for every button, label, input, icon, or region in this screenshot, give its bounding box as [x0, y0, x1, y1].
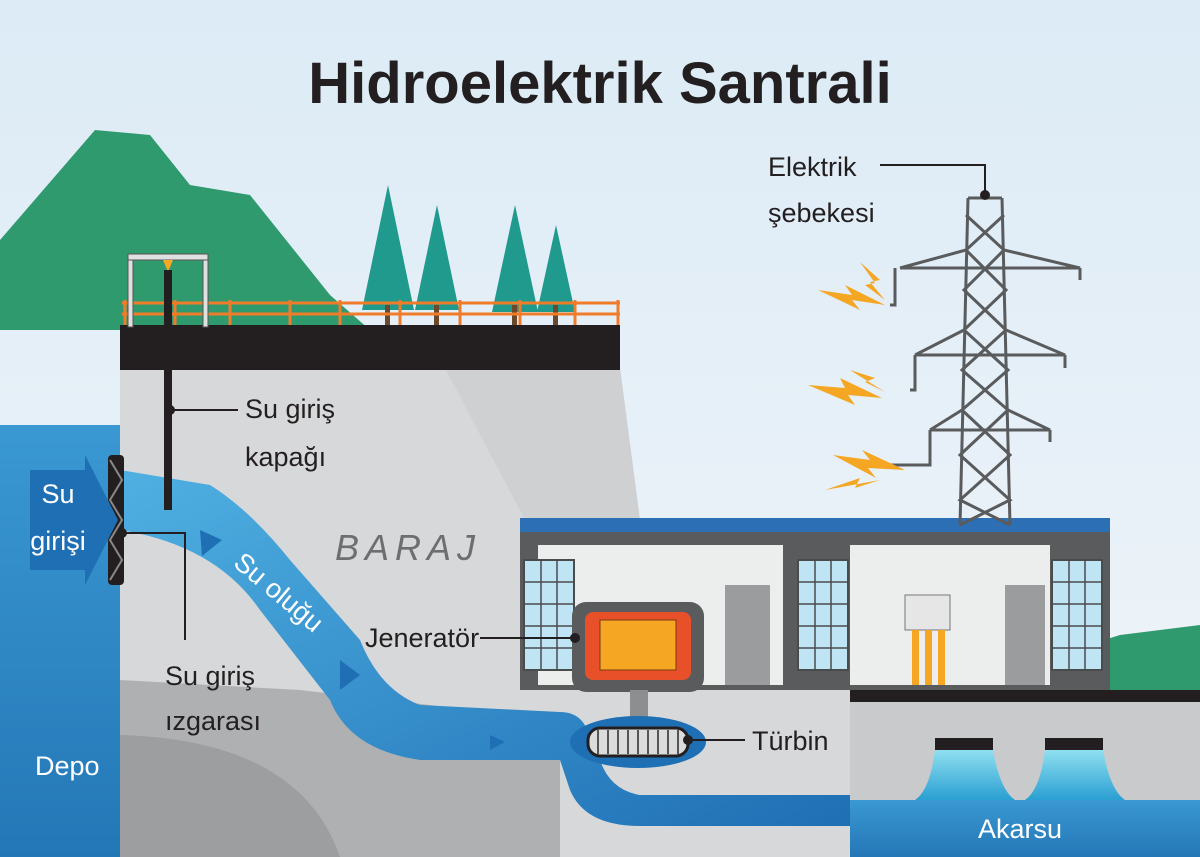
label-electric-grid-2: şebekesi	[768, 198, 875, 228]
leader-lines	[122, 164, 986, 741]
label-intake-1: Su	[41, 479, 74, 509]
outflow	[915, 750, 1015, 800]
dam-face-line	[445, 368, 640, 520]
label-river: Akarsu	[978, 814, 1062, 844]
intake-gate	[127, 253, 209, 510]
page-title: Hidroelektrik Santrali	[308, 51, 891, 116]
penstock	[120, 470, 850, 826]
lightning-icons	[808, 262, 905, 490]
label-generator: Jeneratör	[365, 623, 479, 653]
label-electric-grid-1: Elektrik	[768, 152, 857, 182]
intake-arrow	[30, 455, 118, 585]
label-turbine: Türbin	[752, 726, 829, 756]
mountain	[0, 130, 370, 330]
label-intake-2: girişi	[30, 526, 86, 556]
label-gate-2: kapağı	[245, 442, 326, 472]
label-screen-2: ızgarası	[165, 706, 261, 736]
label-gate-1: Su giriş	[245, 394, 335, 424]
generator	[572, 602, 704, 728]
flow-arrows	[200, 530, 505, 750]
outflow	[1025, 750, 1125, 800]
transmission-tower	[885, 196, 1082, 527]
dam-foundation-dark	[120, 735, 340, 857]
label-dam: BARAJ	[335, 527, 481, 568]
label-reservoir: Depo	[35, 751, 100, 781]
river-water	[850, 800, 1200, 857]
turbine	[570, 716, 706, 768]
label-screen-1: Su giriş	[165, 661, 255, 691]
dam-crest	[120, 325, 620, 370]
tailrace-structure	[850, 690, 1200, 800]
trees	[362, 185, 575, 325]
